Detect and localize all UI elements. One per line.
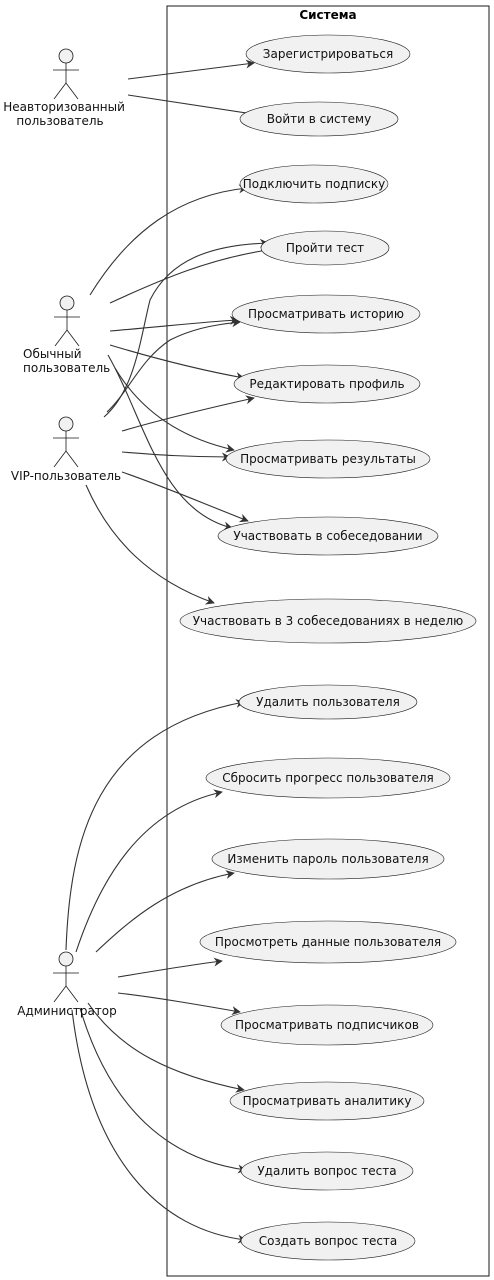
actor-regular: Обычный пользователь bbox=[23, 295, 110, 375]
system-title: Система bbox=[299, 8, 356, 22]
stick-figure-icon bbox=[54, 295, 80, 347]
edge-guest-register bbox=[127, 59, 255, 80]
use-case-interview3-label: Участвовать в 3 собеседованиях в неделю bbox=[193, 614, 464, 628]
use-case-view-user-data: Просмотреть данные пользователя bbox=[199, 920, 457, 964]
use-case-interview3: Участвовать в 3 собеседованиях в неделю bbox=[179, 598, 477, 644]
use-case-interview: Участвовать в собеседовании bbox=[217, 516, 439, 556]
edge-regular-interview bbox=[107, 354, 233, 531]
edge-regular-take-test bbox=[109, 245, 275, 304]
actor-admin: Администратор bbox=[17, 951, 117, 1018]
use-case-create-question-label: Создать вопрос теста bbox=[259, 1234, 398, 1248]
actor-vip: VIP-пользователь bbox=[11, 416, 121, 483]
use-case-view-analytics: Просматривать аналитику bbox=[229, 1081, 425, 1121]
actor-regular-label-1: Обычный bbox=[23, 347, 82, 361]
svg-text:Обычный пользователь: Обычный пользователь bbox=[23, 347, 110, 375]
edge-admin-view-data bbox=[117, 957, 223, 978]
edge-guest-login bbox=[127, 94, 267, 120]
system-boundary bbox=[166, 5, 490, 1277]
actor-admin-label: Администратор bbox=[17, 1004, 117, 1018]
use-case-view-history-label: Просматривать историю bbox=[248, 307, 404, 321]
use-case-delete-question-label: Удалить вопрос теста bbox=[257, 1164, 396, 1178]
use-case-change-password-label: Изменить пароль пользователя bbox=[227, 852, 428, 866]
use-case-reset-progress-label: Сбросить прогресс пользователя bbox=[222, 771, 433, 785]
actor-guest-label-2: пользователь bbox=[16, 114, 103, 128]
edge-regular-edit-profile bbox=[109, 344, 245, 381]
use-case-create-question: Создать вопрос теста bbox=[240, 1221, 416, 1261]
use-case-delete-user: Удалить пользователя bbox=[238, 684, 418, 720]
edge-regular-results bbox=[114, 367, 235, 453]
use-case-view-subscribers: Просматривать подписчиков bbox=[220, 1004, 434, 1046]
edge-admin-subscribers bbox=[117, 992, 241, 1016]
stick-figure-icon bbox=[53, 48, 79, 100]
stick-figure-icon bbox=[53, 951, 79, 1003]
edge-admin-delete-question bbox=[79, 1007, 247, 1174]
use-case-view-results-label: Просматривать результаты bbox=[240, 452, 416, 466]
svg-text:Неавторизованный пользов: Неавторизованный пользователь bbox=[3, 100, 129, 128]
use-case-take-test: Пройти тест bbox=[260, 230, 390, 266]
use-case-register: Зарегистрироваться bbox=[245, 34, 411, 74]
actor-regular-label-2: пользователь bbox=[23, 361, 110, 375]
edge-admin-create-question bbox=[71, 1009, 247, 1244]
edge-vip-edit-profile bbox=[121, 395, 255, 432]
edge-regular-history bbox=[109, 315, 239, 332]
edge-admin-analytics bbox=[87, 1002, 245, 1093]
edge-vip-take-test bbox=[103, 238, 269, 418]
edge-vip-history bbox=[106, 318, 241, 413]
actor-guest: Неавторизованный пользователь bbox=[3, 48, 129, 128]
use-case-register-label: Зарегистрироваться bbox=[263, 47, 393, 61]
use-case-view-subscribers-label: Просматривать подписчиков bbox=[235, 1018, 419, 1032]
use-case-delete-user-label: Удалить пользователя bbox=[256, 695, 400, 709]
use-case-edit-profile: Редактировать профиль bbox=[233, 364, 421, 404]
use-case-subscribe-label: Подключить подписку bbox=[243, 177, 386, 191]
use-case-view-user-data-label: Просмотреть данные пользователя bbox=[215, 935, 441, 949]
use-case-interview-label: Участвовать в собеседовании bbox=[233, 529, 422, 543]
associations bbox=[65, 59, 275, 1244]
use-case-delete-question: Удалить вопрос теста bbox=[240, 1151, 414, 1191]
edge-admin-delete-user bbox=[65, 699, 245, 951]
edge-vip-interview3 bbox=[85, 484, 215, 605]
use-case-login-label: Войти в систему bbox=[267, 112, 371, 126]
edge-admin-reset-progress bbox=[75, 789, 223, 953]
use-case-take-test-label: Пройти тест bbox=[286, 241, 364, 255]
edge-regular-subscribe bbox=[89, 184, 248, 296]
actor-vip-label: VIP-пользователь bbox=[11, 469, 121, 483]
use-case-reset-progress: Сбросить прогресс пользователя bbox=[205, 757, 451, 799]
use-case-login: Войти в систему bbox=[239, 101, 399, 137]
edge-vip-interview bbox=[121, 471, 249, 523]
use-case-edit-profile-label: Редактировать профиль bbox=[249, 377, 404, 391]
use-case-view-analytics-label: Просматривать аналитику bbox=[243, 1094, 412, 1108]
edge-admin-change-password bbox=[95, 870, 235, 953]
use-case-change-password: Изменить пароль пользователя bbox=[211, 838, 445, 880]
stick-figure-icon bbox=[53, 416, 79, 468]
use-case-view-history: Просматривать историю bbox=[231, 294, 421, 334]
actor-guest-label-1: Неавторизованный bbox=[3, 100, 125, 114]
use-case-view-results: Просматривать результаты bbox=[225, 439, 431, 479]
edge-vip-results bbox=[121, 451, 231, 462]
use-case-subscribe: Подключить подписку bbox=[239, 164, 389, 204]
